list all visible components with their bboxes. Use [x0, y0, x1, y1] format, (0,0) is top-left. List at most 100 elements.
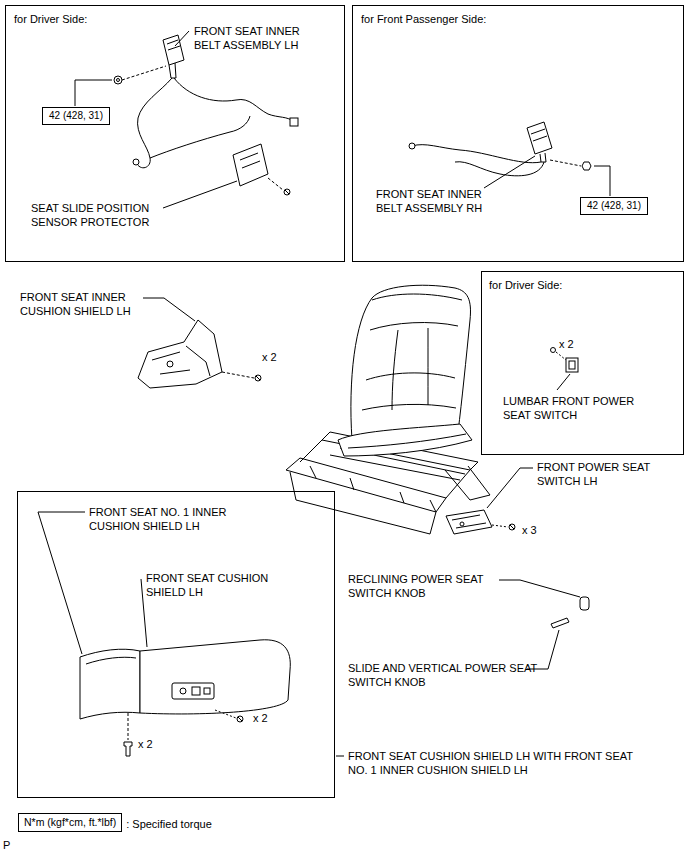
inner-cushion-shield-part — [143, 298, 195, 321]
seat-belt-buckle-part — [527, 122, 552, 154]
seat-assembly-part — [372, 294, 462, 300]
cushion-shield-part — [192, 687, 200, 695]
part-name: FRONT POWER SEAT SWITCH LH — [537, 460, 677, 488]
bolt-part — [117, 79, 120, 82]
leader-line — [484, 156, 610, 196]
page-code: P — [3, 838, 10, 852]
power-seat-switch-part — [487, 468, 533, 508]
part-name: SLIDE AND VERTICAL POWER SEAT SWITCH KNO… — [348, 661, 538, 689]
lumbar-switch — [551, 348, 579, 391]
sensor-protector-part — [233, 144, 268, 186]
inner-cushion-shield-part — [167, 361, 173, 367]
power-seat-switch-part — [510, 525, 514, 529]
seat-belt-buckle-part — [150, 116, 250, 158]
power-seat-switch-part — [509, 524, 515, 530]
lumbar-switch-part — [551, 348, 556, 353]
cushion-shield-part — [38, 512, 85, 654]
cushion-shield-part — [86, 657, 136, 664]
part-name: SEAT SLIDE POSITION SENSOR PROTECTOR — [31, 201, 176, 229]
nut — [582, 162, 591, 170]
cushion-shield-part — [180, 688, 186, 694]
leader-line-part — [175, 31, 189, 46]
power-seat-switch-part — [446, 510, 492, 534]
inner-cushion-shield — [138, 298, 261, 388]
leader-line-part — [484, 156, 535, 188]
torque-value: 42 (428, 31) — [581, 198, 647, 214]
seat-belt-buckle-part — [290, 118, 298, 126]
panel-heading: for Front Passenger Side: — [361, 12, 486, 26]
seat-assembly-part — [370, 323, 458, 330]
seat-belt-buckle-part — [540, 153, 546, 162]
seat-belt-buckle-part — [174, 78, 294, 122]
cushion-shield-part — [172, 683, 214, 699]
seat-belt-buckle-part — [455, 162, 544, 176]
seat-assembly-part — [366, 373, 455, 380]
sensor-protector — [233, 144, 290, 195]
torque-value: 42 (428, 31) — [43, 108, 109, 124]
sensor-protector-part — [240, 153, 260, 168]
seat-assembly-part — [351, 285, 471, 440]
lumbar-switch-part — [569, 361, 575, 369]
part-name: LUMBAR FRONT POWER SEAT SWITCH — [503, 394, 663, 422]
part-name: FRONT SEAT INNER CUSHION SHIELD LH — [20, 290, 155, 318]
seat-belt-buckle-part — [133, 159, 139, 165]
seat-belt-buckle-part — [169, 63, 176, 78]
panel-heading: for Driver Side: — [489, 278, 562, 292]
cushion-shield-part — [80, 649, 140, 719]
seat-belt-buckle — [133, 35, 298, 168]
lumbar-switch-part — [556, 352, 566, 360]
nut-part — [582, 162, 591, 170]
inner-cushion-shield-part — [138, 320, 222, 388]
quantity-note: x 2 — [253, 711, 268, 725]
part-name: FRONT SEAT INNER BELT ASSEMBLY RH — [376, 187, 498, 215]
sensor-protector-part — [268, 178, 283, 190]
part-name: FRONT SEAT NO. 1 INNER CUSHION SHIELD LH — [89, 505, 259, 533]
region-panel: FRONT SEAT NO. 1 INNER CUSHION SHIELD LH… — [17, 491, 335, 798]
inner-cushion-shield-part — [222, 372, 254, 378]
seat-assembly-part — [310, 466, 436, 512]
cushion-shield-part — [204, 688, 210, 694]
torque-box: 42 (428, 31) — [580, 197, 648, 215]
seat-belt-buckle-part — [167, 40, 180, 50]
part-name: FRONT SEAT INNER BELT ASSEMBLY LH — [194, 24, 316, 52]
seat-assembly — [286, 285, 490, 534]
switch-knob-part — [499, 580, 580, 597]
seat-belt-buckle-part — [136, 78, 172, 168]
region-panel: for Front Passenger Side: FRONT SEAT INNE… — [352, 5, 684, 262]
switch-knob-part — [580, 597, 589, 610]
lumbar-switch-part — [566, 358, 578, 372]
quantity-note: x 2 — [138, 737, 153, 751]
seat-assembly-part — [290, 472, 436, 534]
cushion-shield-part — [215, 710, 236, 718]
power-seat-switch-part — [452, 515, 486, 528]
seat-belt-buckle-part — [550, 160, 581, 166]
leader-line-part — [75, 80, 112, 106]
power-seat-switch-part — [492, 525, 508, 527]
inner-cushion-shield-part — [255, 375, 261, 381]
part-name: RECLINING POWER SEAT SWITCH KNOB — [348, 572, 513, 600]
sensor-protector-part — [284, 189, 290, 195]
bolt — [114, 66, 166, 84]
part-name: FRONT SEAT CUSHION SHIELD LH — [146, 571, 296, 599]
cushion-shield — [38, 512, 344, 756]
seat-assembly-part — [338, 424, 472, 456]
cushion-shield-part — [238, 717, 242, 721]
torque-legend-box: N*m (kgf*cm, ft.*lbf): Specified torque — [18, 813, 122, 832]
torque-box: 42 (428, 31) — [42, 107, 110, 125]
switch-knob — [499, 580, 589, 669]
leader-line-part — [594, 166, 610, 196]
region-panel: for Driver Side:x 2LUMBAR FRONT POWER SE… — [481, 271, 684, 455]
seat-assembly-part — [362, 404, 456, 410]
quantity-note: x 3 — [522, 523, 537, 537]
sensor-protector-part — [285, 190, 289, 194]
seat-assembly-part — [348, 434, 466, 448]
power-seat-switch — [446, 468, 533, 534]
switch-knob-part — [551, 618, 569, 628]
inner-cushion-shield-part — [152, 346, 210, 376]
quantity-note: x 2 — [262, 350, 277, 364]
seat-assembly-part — [445, 466, 490, 500]
leader-line-part — [163, 181, 237, 208]
seat-belt-buckle — [409, 122, 581, 176]
